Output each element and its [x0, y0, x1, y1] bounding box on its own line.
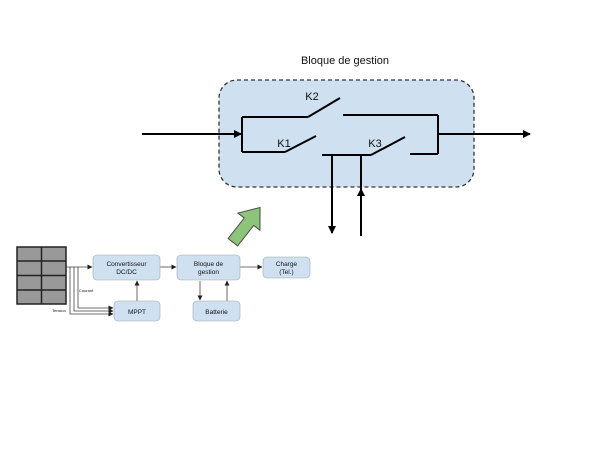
voltage-label: Tension: [52, 308, 66, 313]
converter-label-2: DC/DC: [116, 269, 137, 276]
block-title: Bloque de gestion: [301, 55, 389, 67]
load-box: Charge (Tel.): [262, 256, 311, 279]
management-box: Bloque de gestion: [176, 254, 241, 281]
battery-box: Batterie: [192, 300, 241, 322]
switch-k1: [284, 135, 317, 153]
overview-connectors: [66, 264, 263, 317]
management-label-1: Bloque de: [194, 261, 224, 268]
converter-box: Convertisseur DC/DC: [92, 254, 161, 281]
label-k1: K1: [277, 138, 290, 150]
load-label-2: (Tel.): [279, 269, 293, 276]
current-label: Courant: [79, 288, 94, 293]
battery-label: Batterie: [205, 309, 228, 316]
switch-k3: [370, 136, 406, 156]
converter-label-1: Convertisseur: [106, 261, 147, 268]
zoom-arrow-icon: [227, 206, 261, 247]
label-k3: K3: [368, 138, 381, 150]
switch-k2: [307, 97, 341, 118]
solar-panel-icon: [16, 246, 67, 305]
switch-circuit: [142, 97, 531, 236]
management-block-boundary: [218, 79, 475, 188]
load-label-1: Charge: [276, 261, 298, 268]
management-label-2: gestion: [198, 269, 219, 276]
label-k2: K2: [305, 91, 318, 103]
mppt-box: MPPT: [113, 300, 161, 322]
mppt-label: MPPT: [128, 309, 146, 316]
